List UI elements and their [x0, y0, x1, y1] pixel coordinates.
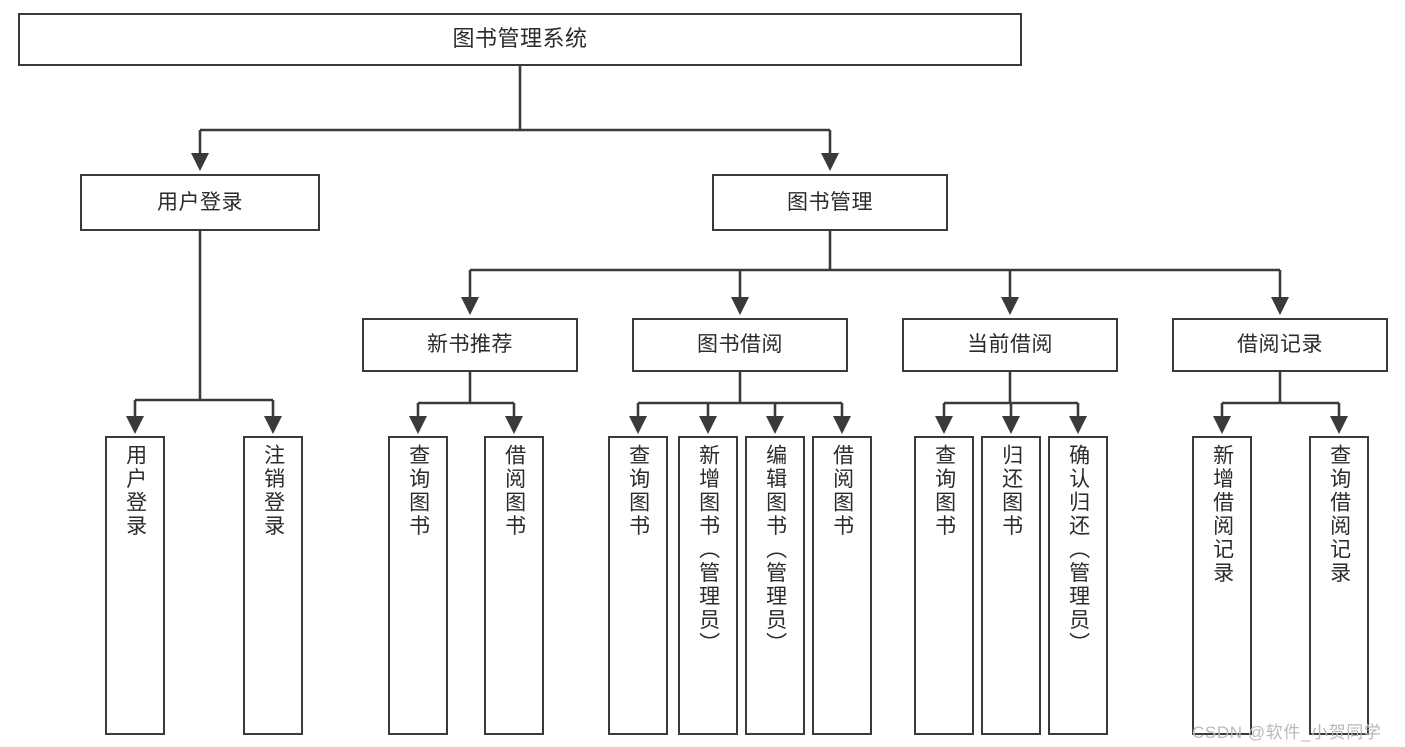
- leaf-edit-book-admin[interactable]: 编辑图书（管理员）: [745, 436, 805, 735]
- node-label: 编辑图书（管理员）: [763, 444, 787, 656]
- node-label: 归还图书: [999, 444, 1023, 538]
- leaf-query-books-new-book[interactable]: 查询图书: [388, 436, 448, 735]
- leaf-logout[interactable]: 注销登录: [243, 436, 303, 735]
- node-label: 新增图书（管理员）: [696, 444, 720, 656]
- leaf-query-books-borrow[interactable]: 查询图书: [608, 436, 668, 735]
- node-label: 用户登录: [157, 190, 243, 214]
- node-label: 当前借阅: [967, 333, 1053, 357]
- leaf-add-book-admin[interactable]: 新增图书（管理员）: [678, 436, 738, 735]
- node-book-borrowing[interactable]: 图书借阅: [632, 318, 848, 372]
- node-label: 查询图书: [626, 444, 650, 538]
- leaf-query-borrow-record[interactable]: 查询借阅记录: [1309, 436, 1369, 735]
- node-book-management[interactable]: 图书管理: [712, 174, 948, 231]
- node-label: 查询借阅记录: [1327, 444, 1351, 585]
- node-new-book-recommendation[interactable]: 新书推荐: [362, 318, 578, 372]
- node-label: 图书借阅: [697, 333, 783, 357]
- leaf-borrow-books[interactable]: 借阅图书: [812, 436, 872, 735]
- leaf-borrow-books-new-book[interactable]: 借阅图书: [484, 436, 544, 735]
- node-label: 注销登录: [261, 444, 285, 538]
- node-label: 图书管理: [787, 190, 873, 214]
- node-root-library-system[interactable]: 图书管理系统: [18, 13, 1022, 66]
- node-label: 确认归还（管理员）: [1066, 444, 1090, 656]
- node-label: 查询图书: [406, 444, 430, 538]
- csdn-watermark: CSDN @软件_小贺同学: [1192, 723, 1382, 742]
- leaf-confirm-return-admin[interactable]: 确认归还（管理员）: [1048, 436, 1108, 735]
- node-user-login[interactable]: 用户登录: [80, 174, 320, 231]
- leaf-add-borrow-record[interactable]: 新增借阅记录: [1192, 436, 1252, 735]
- node-label: 用户登录: [123, 444, 147, 538]
- node-label: 借阅记录: [1237, 333, 1323, 357]
- node-label: 借阅图书: [830, 444, 854, 538]
- node-current-borrowing[interactable]: 当前借阅: [902, 318, 1118, 372]
- node-label: 图书管理系统: [452, 26, 588, 52]
- node-borrow-records[interactable]: 借阅记录: [1172, 318, 1388, 372]
- node-label: 新增借阅记录: [1210, 444, 1234, 585]
- node-label: 新书推荐: [427, 333, 513, 357]
- leaf-return-books[interactable]: 归还图书: [981, 436, 1041, 735]
- node-label: 查询图书: [932, 444, 956, 538]
- node-label: 借阅图书: [502, 444, 526, 538]
- leaf-user-login[interactable]: 用户登录: [105, 436, 165, 735]
- leaf-query-books-current[interactable]: 查询图书: [914, 436, 974, 735]
